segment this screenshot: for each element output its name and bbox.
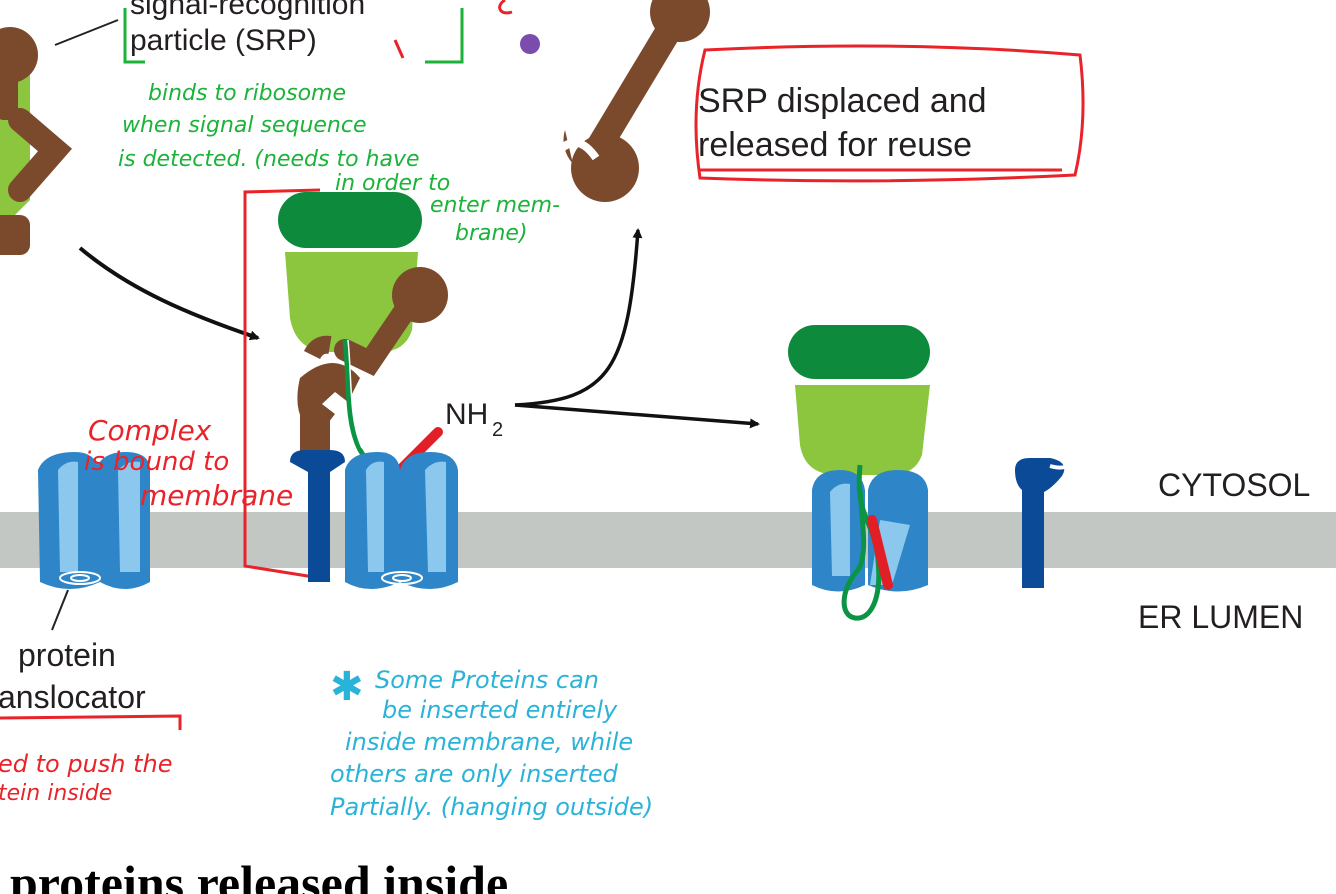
er-lumen-label: ER LUMEN (1138, 599, 1303, 635)
translocator-note-line2: tein inside (0, 781, 112, 806)
proteins-note-line4: others are only inserted (330, 760, 619, 788)
purple-dot (520, 34, 540, 54)
bottom-heading: proteins released inside (10, 855, 508, 894)
translocator-label-line1: protein (18, 637, 116, 673)
srp-top-left (0, 19, 119, 255)
srp-note-line3: is detected. (needs to have (118, 147, 420, 172)
srp-note-line4: in order to (335, 171, 450, 196)
cytosol-label: CYTOSOL (1158, 467, 1310, 503)
translocator-note-line1: ed to push the (0, 750, 173, 778)
membrane-bound-complex (278, 192, 458, 589)
srp-note: binds to ribosome when signal sequence i… (118, 81, 560, 246)
proteins-note-line2: be inserted entirely (382, 696, 618, 724)
proteins-note-line1: Some Proteins can (375, 666, 599, 694)
srp-released-line2: released for reuse (698, 126, 972, 164)
srp-released-line1: SRP displaced and (698, 82, 987, 120)
complex-note-line2: is bound to (84, 447, 229, 477)
arrow-right-translocation (514, 403, 760, 429)
srp-label-line1: signal-recognition (130, 0, 365, 21)
translocator-label: protein anslocator ed to push the tein i… (0, 637, 182, 806)
srp-label: signal-recognition particle (SRP) (123, 0, 540, 64)
srp-note-line1: binds to ribosome (148, 81, 346, 106)
translocator-left (38, 452, 150, 631)
proteins-note-line5: Partially. (hanging outside) (330, 793, 653, 821)
complex-note-line3: membrane (140, 479, 293, 512)
arrow-up-release (514, 228, 643, 407)
star-glyph: ✱ (330, 664, 364, 710)
complex-bracket (243, 188, 321, 580)
complex-note-line1: Complex (88, 414, 212, 447)
released-srp (557, 0, 710, 202)
nh2-main: NH (445, 398, 488, 431)
arrow-to-complex (78, 246, 260, 341)
srp-note-line5: enter mem- (430, 193, 560, 218)
free-srp-receptor (1015, 458, 1072, 588)
er-membrane (0, 512, 1336, 568)
nh2-label: NH 2 (445, 398, 503, 441)
translocator-label-line2: anslocator (0, 679, 146, 715)
srp-note-line6: brane) (455, 221, 528, 246)
srp-label-line2: particle (SRP) (130, 24, 317, 57)
srp-note-line2: when signal sequence (122, 113, 367, 138)
srp-released-label: SRP displaced and released for reuse (694, 44, 1085, 183)
translocating-ribosome (788, 325, 930, 621)
proteins-note-line3: inside membrane, while (345, 728, 633, 756)
proteins-note: ✱ Some Proteins can be inserted entirely… (330, 664, 653, 821)
complex-note: Complex is bound to membrane (84, 414, 293, 512)
nh2-sub: 2 (492, 419, 503, 441)
